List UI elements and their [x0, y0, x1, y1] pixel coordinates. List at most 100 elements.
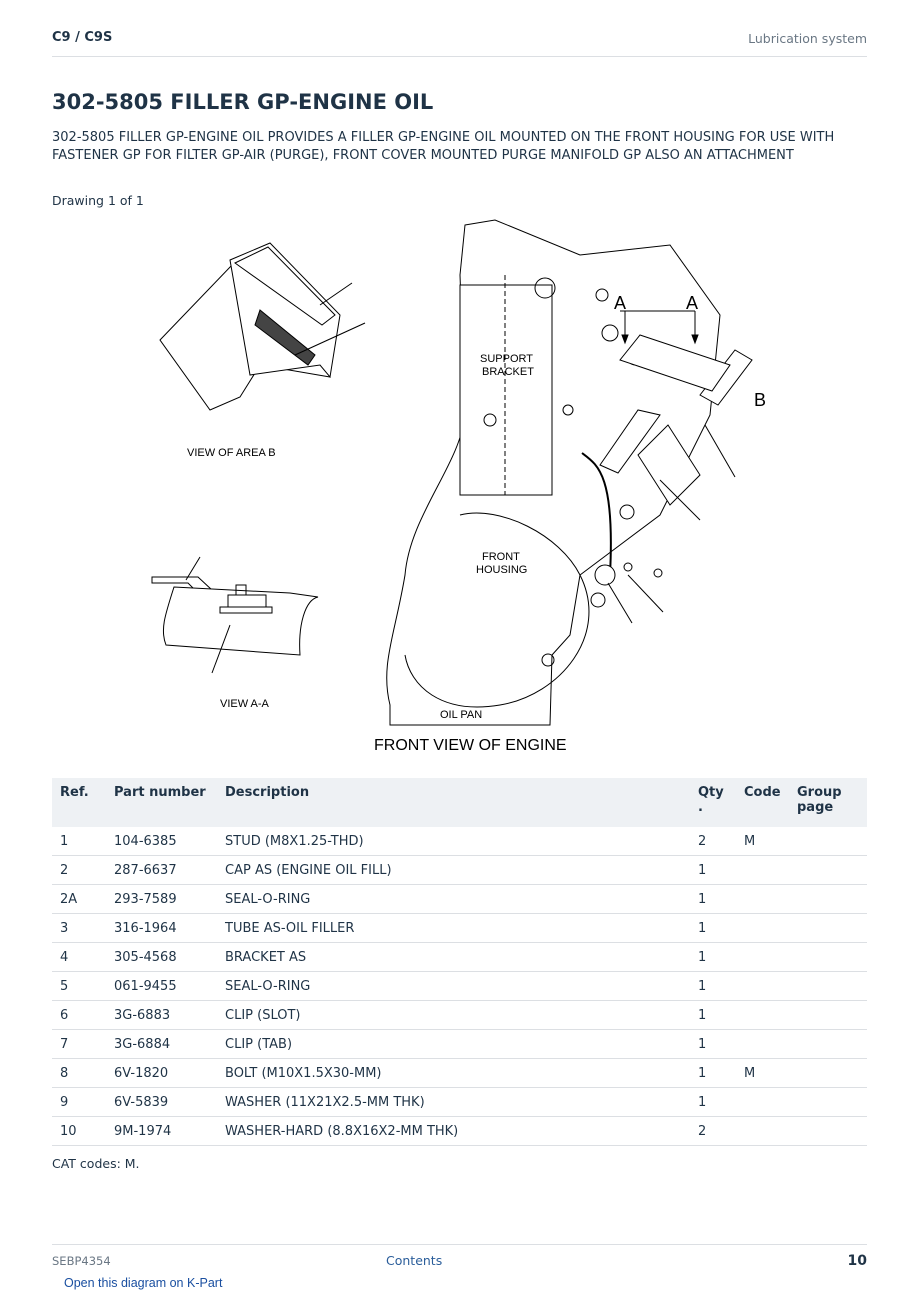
label-support: SUPPORT — [480, 353, 533, 365]
parts-drawing: VIEW OF AREA B VIEW A-A — [151, 219, 766, 754]
document-number: SEBP4354 — [52, 1254, 111, 1268]
open-k-part-link[interactable]: Open this diagram on K-Part — [64, 1276, 223, 1290]
group-description: 302-5805 FILLER GP-ENGINE OIL PROVIDES A… — [52, 130, 835, 163]
cell-part-number: 3G-6884 — [106, 1029, 217, 1059]
cell-description: WASHER (11X21X2.5-MM THK) — [217, 1087, 690, 1117]
cell-code — [736, 1029, 789, 1059]
cell-qty: 1 — [690, 1058, 736, 1088]
drawing-count: Drawing 1 of 1 — [52, 193, 144, 208]
cell-ref: 1 — [52, 827, 106, 856]
cell-qty: 1 — [690, 1000, 736, 1030]
cell-description: BRACKET AS — [217, 942, 690, 972]
header-code: Code — [736, 778, 789, 827]
cell-part-number: 6V-5839 — [106, 1087, 217, 1117]
label-view-a-a: VIEW A-A — [220, 698, 270, 710]
cell-qty: 1 — [690, 971, 736, 1001]
cell-code — [736, 1116, 789, 1146]
label-section-a-left: A — [614, 293, 626, 313]
label-front: FRONT — [482, 551, 520, 563]
cell-description: CLIP (SLOT) — [217, 1000, 690, 1030]
cell-ref: 3 — [52, 913, 106, 943]
drawing-caption: FRONT VIEW OF ENGINE — [374, 737, 567, 754]
cell-ref: 8 — [52, 1058, 106, 1088]
cell-group-page — [789, 1029, 867, 1059]
cell-group-page — [789, 884, 867, 914]
cell-group-page — [789, 855, 867, 885]
cell-part-number: 293-7589 — [106, 884, 217, 914]
cell-description: CAP AS (ENGINE OIL FILL) — [217, 855, 690, 885]
cell-part-number: 305-4568 — [106, 942, 217, 972]
cell-group-page — [789, 913, 867, 943]
cell-description: TUBE AS-OIL FILLER — [217, 913, 690, 943]
engine-model: C9 / C9S — [52, 30, 113, 45]
header-qty: Qty. — [690, 778, 736, 827]
cell-description: SEAL-O-RING — [217, 971, 690, 1001]
cell-ref: 4 — [52, 942, 106, 972]
cell-code: M — [736, 827, 789, 856]
header-qty-line-2: . — [698, 800, 703, 815]
header-description: Description — [217, 778, 690, 827]
header-part-number: Part number — [106, 778, 217, 827]
cell-description: STUD (M8X1.25-THD) — [217, 827, 690, 856]
page-number: 10 — [847, 1253, 867, 1269]
header-group-page-line-2: page — [797, 800, 834, 815]
cell-code: M — [736, 1058, 789, 1088]
cell-part-number: 9M-1974 — [106, 1116, 217, 1146]
cell-qty: 2 — [690, 1116, 736, 1146]
section-name: Lubrication system — [748, 31, 867, 46]
contents-link[interactable]: Contents — [386, 1253, 443, 1268]
cell-group-page — [789, 827, 867, 856]
cell-description: SEAL-O-RING — [217, 884, 690, 914]
cell-description: CLIP (TAB) — [217, 1029, 690, 1059]
cell-ref: 6 — [52, 1000, 106, 1030]
cat-codes-note: CAT codes: M. — [52, 1156, 140, 1171]
cell-qty: 1 — [690, 855, 736, 885]
label-view-of-area-b: VIEW OF AREA B — [187, 447, 276, 459]
cell-code — [736, 855, 789, 885]
page-title: 302-5805 FILLER GP-ENGINE OIL — [52, 90, 434, 114]
cell-code — [736, 942, 789, 972]
label-oil-pan: OIL PAN — [440, 709, 482, 721]
cell-ref: 7 — [52, 1029, 106, 1059]
engine-front-view — [386, 219, 753, 726]
cell-group-page — [789, 1087, 867, 1117]
header-group-page-line-1: Group — [797, 785, 842, 800]
cell-description: BOLT (M10X1.5X30-MM) — [217, 1058, 690, 1088]
cell-ref: 5 — [52, 971, 106, 1001]
cell-qty: 1 — [690, 913, 736, 943]
header-qty-line-1: Qty — [698, 785, 724, 800]
page-header: C9 / C9S Lubrication system — [52, 28, 867, 57]
cell-group-page — [789, 971, 867, 1001]
header-ref: Ref. — [52, 778, 106, 827]
cell-code — [736, 971, 789, 1001]
cell-code — [736, 1000, 789, 1030]
table-header-row: Ref. Part number Description Qty. Code G… — [52, 778, 867, 827]
cell-code — [736, 1087, 789, 1117]
cell-qty: 1 — [690, 1087, 736, 1117]
cell-part-number: 6V-1820 — [106, 1058, 217, 1088]
parts-table: Ref. Part number Description Qty. Code G… — [52, 778, 867, 1146]
cell-qty: 1 — [690, 1029, 736, 1059]
label-section-a-right: A — [686, 293, 698, 313]
view-a-a-detail — [151, 556, 319, 674]
cell-part-number: 3G-6883 — [106, 1000, 217, 1030]
cell-ref: 10 — [52, 1116, 106, 1146]
cell-ref: 2A — [52, 884, 106, 914]
label-bracket: BRACKET — [482, 366, 534, 378]
cell-ref: 2 — [52, 855, 106, 885]
cell-description: WASHER-HARD (8.8X16X2-MM THK) — [217, 1116, 690, 1146]
cell-qty: 1 — [690, 942, 736, 972]
